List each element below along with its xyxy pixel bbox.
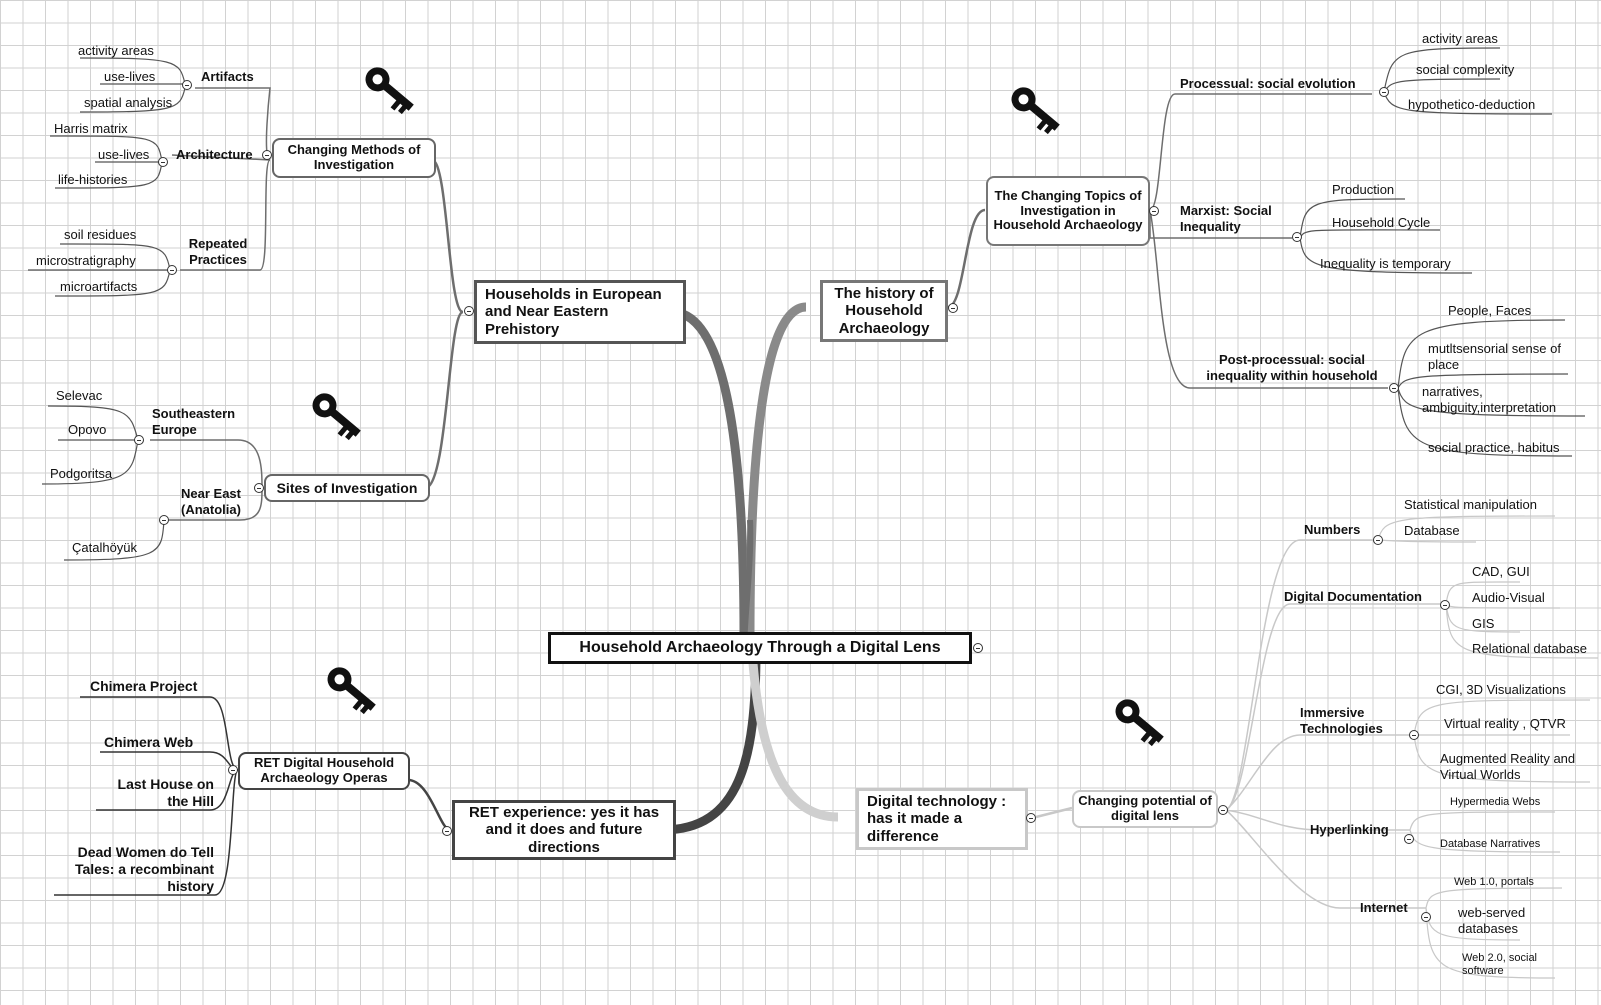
list-item: social practice, habitus [1428,440,1560,455]
list-item: Virtual reality , QTVR [1444,716,1566,731]
list-item: Inequality is temporary [1320,256,1451,271]
list-item: Database Narratives [1440,838,1541,850]
practices-label: Repeated Practices [188,236,248,267]
collapse-toggle[interactable] [948,303,958,313]
key-icon [365,67,414,115]
list-item: Selevac [56,388,103,403]
collapse-toggle[interactable] [134,435,144,445]
collapse-toggle[interactable] [1389,383,1399,393]
artifacts-label: Artifacts [201,69,254,84]
list-item: Harris matrix [54,121,128,136]
collapse-toggle[interactable] [442,826,452,836]
collapse-toggle[interactable] [159,515,169,525]
architecture-label: Architecture [176,147,253,162]
collapse-toggle[interactable] [182,80,192,90]
collapse-toggle[interactable] [1373,535,1383,545]
list-item: activity areas [1422,31,1498,46]
collapse-toggle[interactable] [228,765,238,775]
key-icon [1011,87,1060,135]
list-item: Web 2.0, social software [1462,952,1538,978]
list-item: social complexity [1416,62,1515,77]
collapse-toggle[interactable] [1440,600,1450,610]
list-item: Statistical manipulation [1404,497,1537,512]
digital-topic[interactable]: Digital technology : has it made a diffe… [856,788,1028,850]
marxist-label: Marxist: Social Inequality [1180,203,1272,234]
collapse-toggle[interactable] [973,643,983,653]
list-item: activity areas [78,43,154,58]
list-item: Chimera Web [104,734,194,750]
key-icon [312,393,361,441]
collapse-toggle[interactable] [1379,87,1389,97]
hyperlinking-label: Hyperlinking [1310,822,1389,837]
collapse-toggle[interactable] [1409,730,1419,740]
key-icon [327,667,376,715]
collapse-toggle[interactable] [1404,834,1414,844]
potential-topic[interactable]: Changing potential of digital lens [1072,790,1218,828]
list-item: narratives, ambiguity,interpretation [1422,384,1557,415]
history-topic[interactable]: The history of Household Archaeology [820,280,948,342]
collapse-toggle[interactable] [1218,805,1228,815]
list-item: CGI, 3D Visualizations [1436,682,1566,697]
list-item: Production [1332,182,1395,197]
methods-topic[interactable]: Changing Methods of Investigation [272,138,436,178]
list-item: Dead Women do Tell Tales: a recombinant … [74,844,214,894]
collapse-toggle[interactable] [1149,206,1159,216]
collapse-toggle[interactable] [464,306,474,316]
collapse-toggle[interactable] [158,157,168,167]
list-item: use-lives [104,69,156,84]
sites-topic[interactable]: Sites of Investigation [264,474,430,502]
central-topic[interactable]: Household Archaeology Through a Digital … [548,632,972,664]
list-item: GIS [1472,616,1495,631]
collapse-toggle[interactable] [262,150,272,160]
list-item: Household Cycle [1332,215,1431,230]
list-item: use-lives [98,147,150,162]
postproc-label: Post-processual: social inequality withi… [1206,352,1378,383]
list-item: Relational database [1472,641,1587,656]
list-item: spatial analysis [84,95,173,110]
near-east-label: Near East (Anatolia) [181,486,241,517]
collapse-toggle[interactable] [1292,232,1302,242]
collapse-toggle[interactable] [167,265,177,275]
list-item: soil residues [64,227,137,242]
list-item: web-served databases [1458,905,1526,936]
list-item: Database [1404,523,1460,538]
list-item: microstratigraphy [36,253,136,268]
internet-label: Internet [1360,900,1408,915]
list-item: Çatalhöyük [72,540,138,555]
list-item: Chimera Project [90,678,198,694]
list-item: Hypermedia Webs [1450,796,1541,808]
topics-topic[interactable]: The Changing Topics of Investigation in … [986,176,1150,246]
list-item: CAD, GUI [1472,564,1530,579]
key-icon [1115,699,1164,747]
documentation-label: Digital Documentation [1284,589,1422,604]
numbers-label: Numbers [1304,522,1361,537]
list-item: Opovo [68,422,107,437]
collapse-toggle[interactable] [254,483,264,493]
list-item: Last House on the Hill [117,776,214,809]
list-item: hypothetico-deduction [1408,97,1536,112]
list-item: People, Faces [1448,303,1532,318]
se-europe-label: Southeastern Europe [152,406,236,437]
list-item: microartifacts [60,279,138,294]
list-item: Augmented Reality and Virtual Worlds [1440,751,1576,782]
list-item: mutltsensorial sense of place [1428,341,1561,372]
households-topic[interactable]: Households in European and Near Eastern … [474,280,686,344]
list-item: Podgoritsa [50,466,113,481]
list-item: Audio-Visual [1472,590,1545,605]
processual-label: Processual: social evolution [1180,76,1356,91]
ret-topic[interactable]: RET experience: yes it has and it does a… [452,800,676,860]
immersive-label: Immersive Technologies [1300,705,1383,736]
list-item: life-histories [58,172,128,187]
collapse-toggle[interactable] [1421,912,1431,922]
collapse-toggle[interactable] [1026,813,1036,823]
operas-topic[interactable]: RET Digital Household Archaeology Operas [238,752,410,790]
list-item: Web 1.0, portals [1454,876,1534,888]
